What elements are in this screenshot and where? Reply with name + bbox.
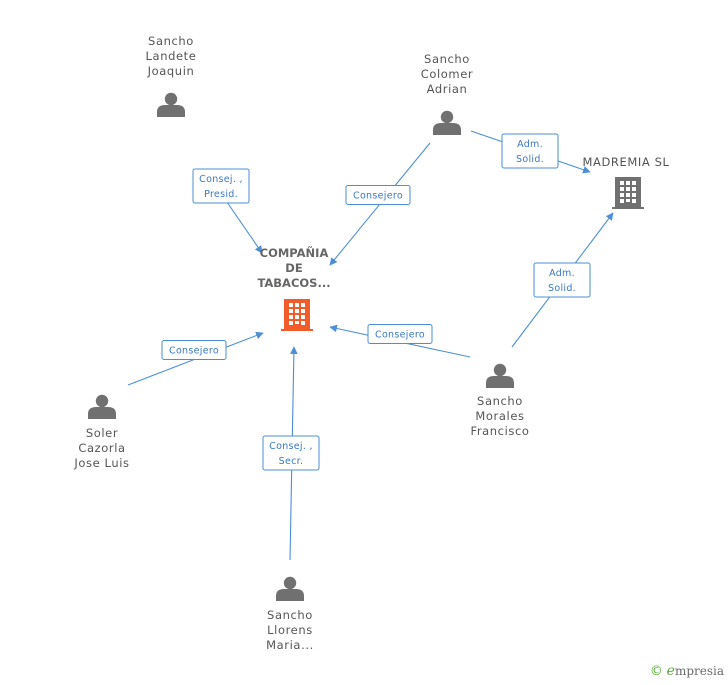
madremia-company-label: MADREMIA SL — [582, 155, 669, 169]
svg-text:Consejero: Consejero — [169, 346, 219, 357]
edge-colomer-to-madremia: Adm.Solid. — [470, 130, 591, 174]
edge-role-label[interactable]: Consej. ,Presid. — [192, 168, 250, 204]
landete-person-icon[interactable] — [157, 92, 185, 117]
svg-text:Consej. ,Secr.: Consej. ,Secr. — [269, 441, 313, 467]
morales-person-icon[interactable] — [486, 363, 514, 388]
edge-llorens-to-center: Consej. ,Secr. — [262, 346, 320, 561]
edge-landete-to-center: Consej. ,Presid. — [192, 168, 263, 254]
edge-morales-to-madremia: Adm.Solid. — [511, 212, 614, 348]
edge-role-label[interactable]: Adm.Solid. — [501, 133, 559, 169]
center-company-building-icon[interactable] — [281, 299, 313, 331]
svg-text:Adm.Solid.: Adm.Solid. — [516, 139, 544, 165]
svg-text:Consejero: Consejero — [375, 330, 425, 341]
edge-colomer-to-center: Consejero — [329, 142, 431, 266]
edge-soler-to-center: Consejero — [127, 331, 264, 386]
edge-morales-to-center: Consejero — [329, 324, 471, 358]
edge-role-label[interactable]: Consejero — [345, 185, 411, 205]
edge-role-label[interactable]: Adm.Solid. — [533, 262, 591, 298]
edge-role-label[interactable]: Consej. ,Secr. — [262, 435, 320, 471]
llorens-person-icon[interactable] — [276, 576, 304, 601]
svg-text:Consej. ,Presid.: Consej. ,Presid. — [199, 174, 243, 200]
empresia-watermark: © empresia — [650, 663, 724, 679]
colomer-person-icon[interactable] — [433, 110, 461, 135]
madremia-building-icon[interactable] — [612, 177, 644, 209]
edge-role-label[interactable]: Consejero — [367, 324, 433, 344]
soler-person-icon[interactable] — [88, 394, 116, 419]
empresia-logo-initial: e — [666, 663, 675, 679]
copyright-icon: © — [649, 664, 663, 679]
svg-text:Consejero: Consejero — [353, 191, 403, 202]
empresia-brand: mpresia — [674, 664, 724, 678]
edge-role-label[interactable]: Consejero — [161, 340, 227, 360]
svg-text:Adm.Solid.: Adm.Solid. — [548, 268, 576, 294]
